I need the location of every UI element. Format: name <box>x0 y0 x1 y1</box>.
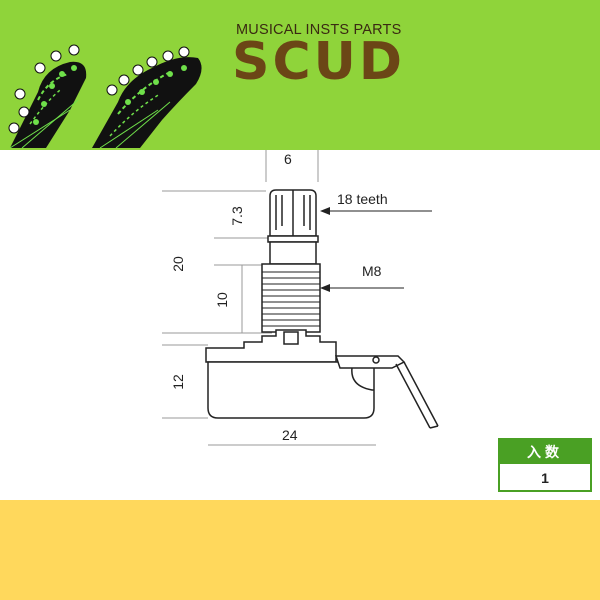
quantity-box: 入数 1 <box>498 438 592 492</box>
dim-thread-label: M8 <box>362 263 382 279</box>
guitar-headstock-illustration <box>8 44 202 149</box>
threaded-bushing <box>261 263 321 333</box>
guitar-headstock-right <box>92 46 202 149</box>
mounting-plate <box>205 329 337 363</box>
dim-thread-height: 10 <box>214 292 230 308</box>
footer-band <box>0 500 600 600</box>
solder-terminal <box>334 355 439 429</box>
teeth-pointer-arrow <box>320 207 432 215</box>
thread-pointer-arrow <box>320 284 404 292</box>
dimension-lines <box>162 150 376 446</box>
potentiometer-diagram: 6 18 teeth M8 24 7.3 20 10 12 <box>162 150 439 446</box>
dim-body-width: 24 <box>282 427 298 443</box>
dim-shaft-width: 6 <box>284 151 292 167</box>
dim-total-height: 20 <box>170 256 186 272</box>
knurled-shaft <box>267 189 319 265</box>
header-subtitle: MUSICAL INSTS PARTS <box>236 22 402 38</box>
quantity-label: 入数 <box>500 440 590 464</box>
header-banner: MUSICAL INSTS PARTS SCUD <box>0 0 600 150</box>
pot-body <box>207 361 375 419</box>
quantity-value: 1 <box>541 470 549 486</box>
dim-knurl-height: 7.3 <box>229 206 245 226</box>
guitar-headstock-left <box>8 44 87 149</box>
dim-body-height: 12 <box>170 374 186 390</box>
brand-logo: SCUD <box>232 32 406 92</box>
dim-teeth-label: 18 teeth <box>337 191 388 207</box>
